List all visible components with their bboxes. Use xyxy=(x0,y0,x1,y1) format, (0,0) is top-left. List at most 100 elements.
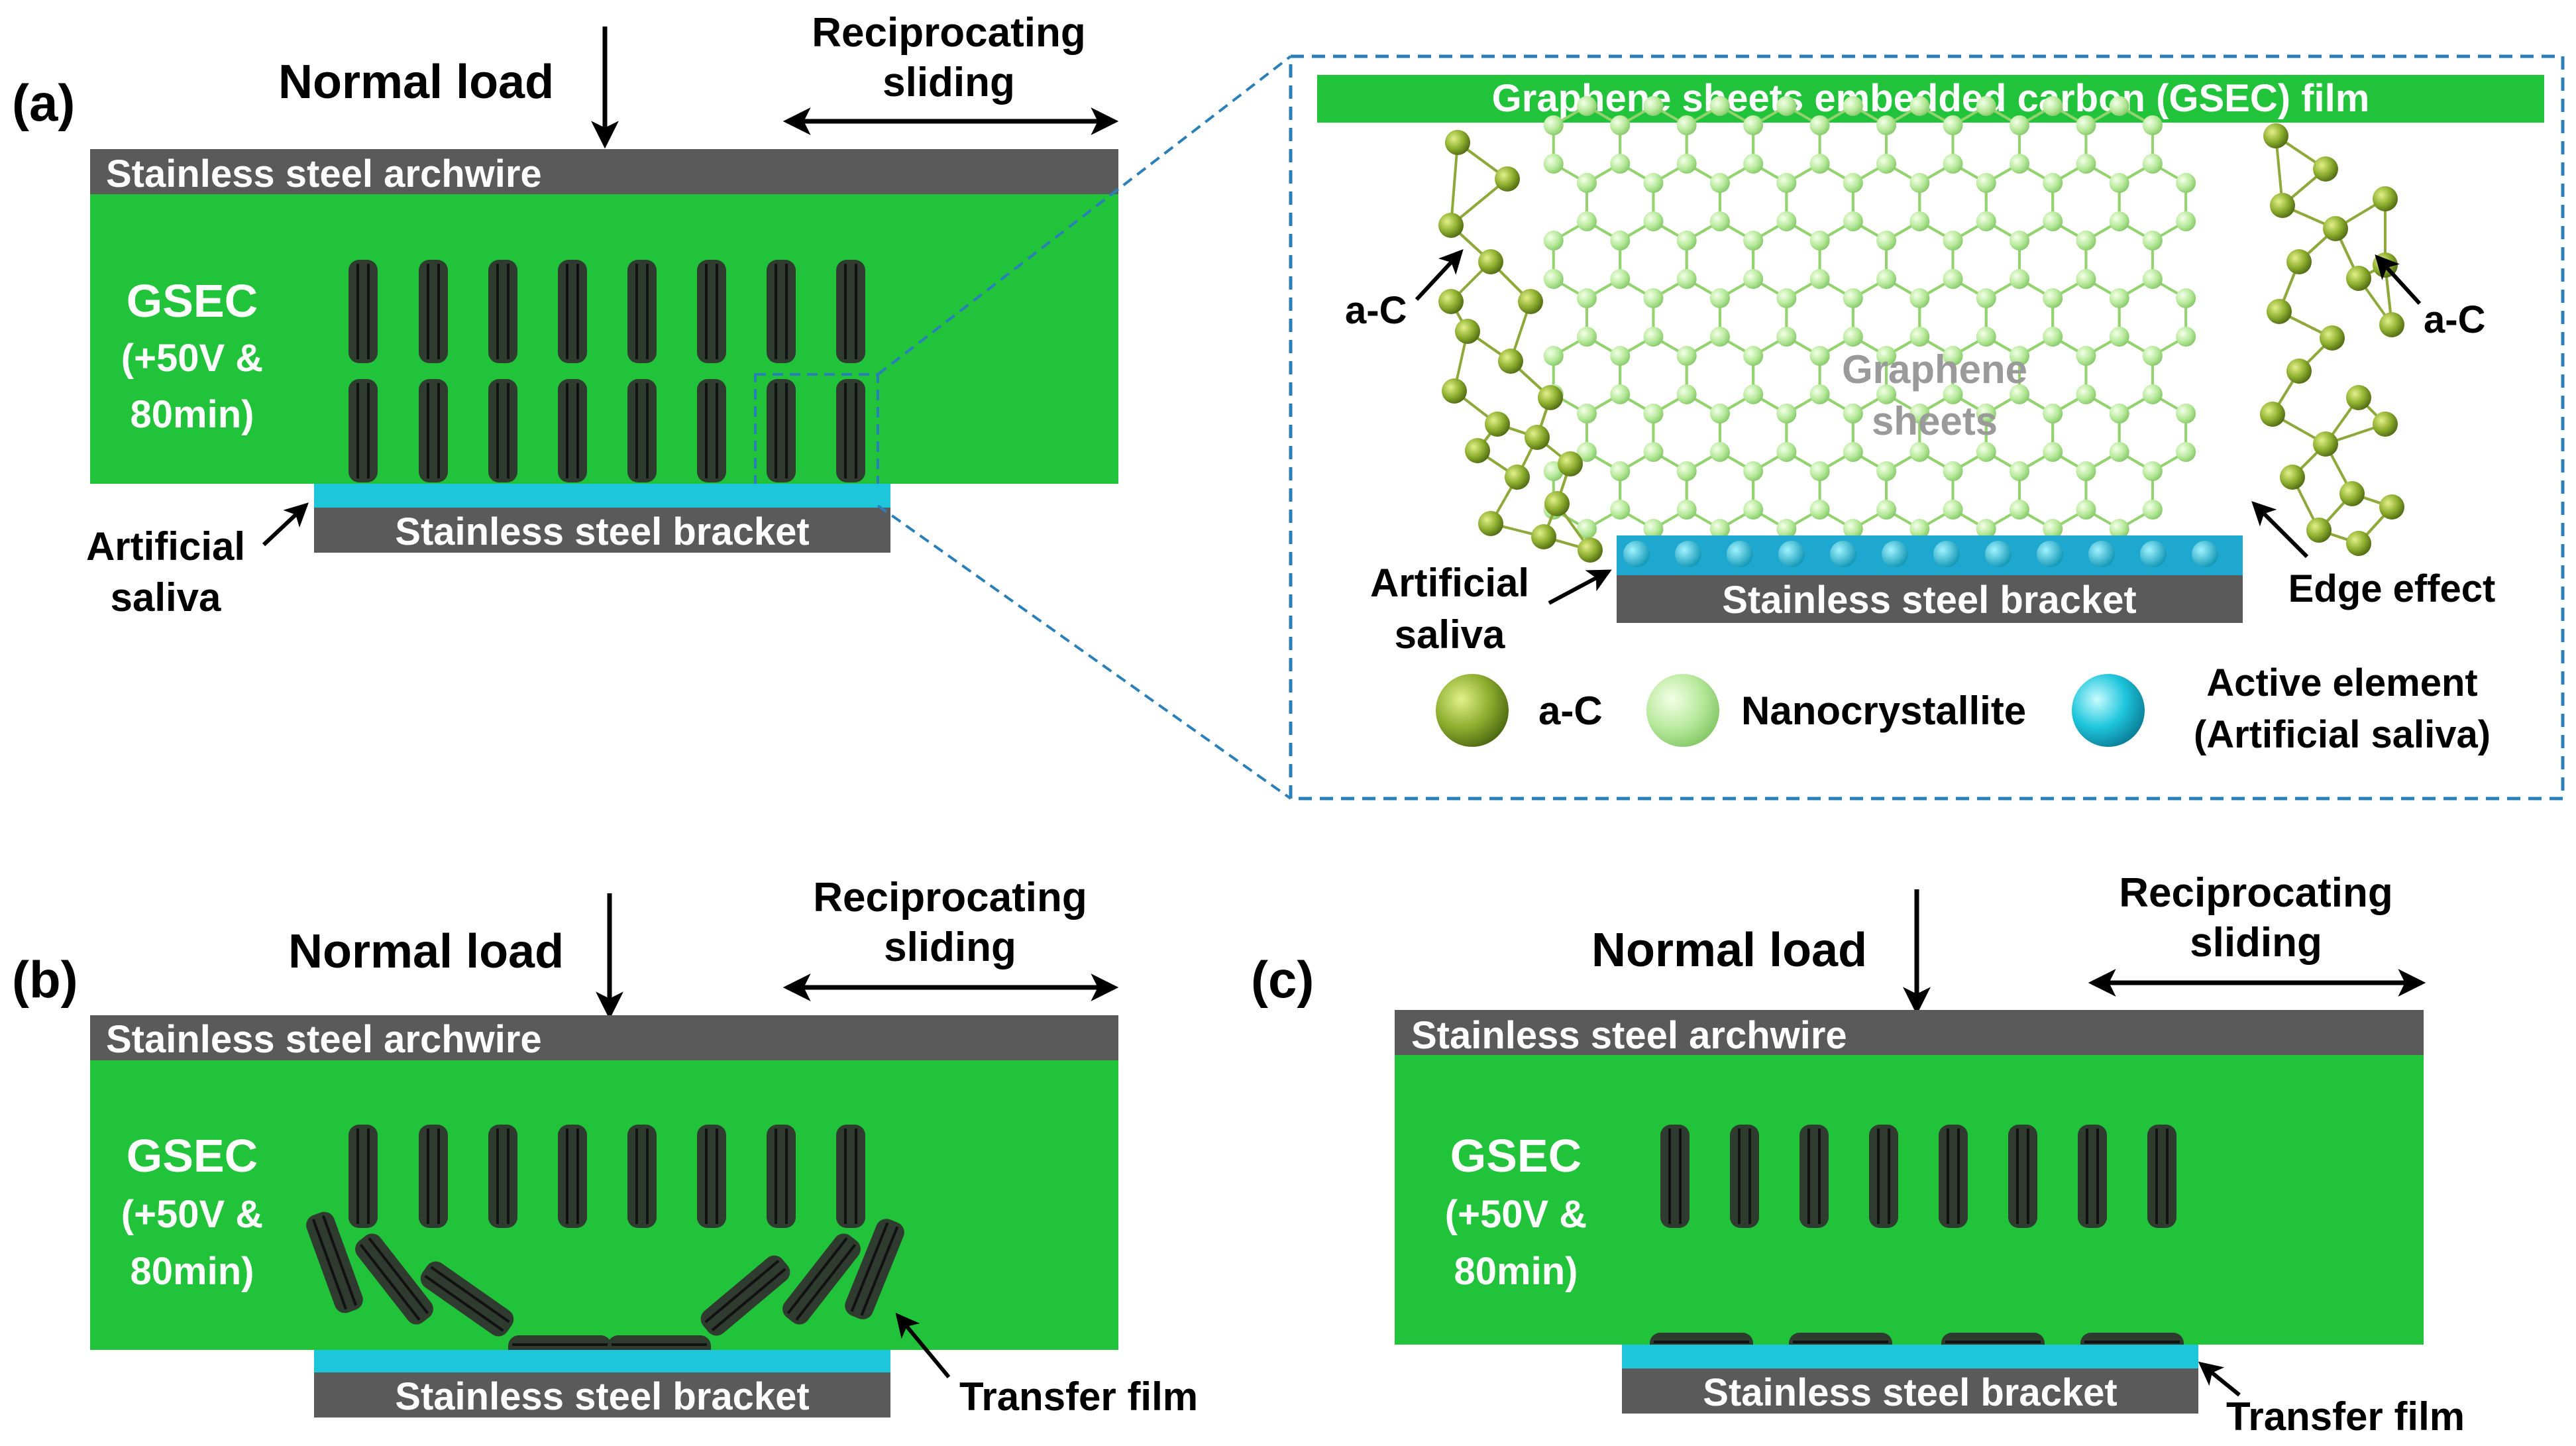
nanocrystallite-atom xyxy=(1743,231,1764,250)
normal-load-label: Normal load xyxy=(278,56,554,109)
nanocrystallite-atom xyxy=(1843,96,1863,116)
ac-atom xyxy=(1442,378,1467,404)
nanocrystallite-atom xyxy=(2176,173,2196,193)
nanocrystallite-atom xyxy=(1809,154,1830,174)
nanocrystallite-atom xyxy=(1876,384,1897,404)
legend-active-sphere xyxy=(2072,674,2145,747)
nanocrystallite-atom xyxy=(1909,96,1930,116)
graphene-sheet xyxy=(355,1233,433,1325)
gsec-label: GSEC xyxy=(127,1130,258,1182)
nanocrystallite-atom xyxy=(1709,404,1730,423)
sliding-label: sliding xyxy=(883,60,1015,105)
nanocrystallite-atom xyxy=(1643,327,1664,347)
nanocrystallite-atom xyxy=(1809,461,1830,481)
ac-atom xyxy=(2270,193,2295,218)
nanocrystallite-atom xyxy=(1577,96,1597,116)
zoom-bracket-label: Stainless steel bracket xyxy=(1722,579,2136,622)
nanocrystallite-atom xyxy=(1776,404,1797,423)
ac-atom xyxy=(1498,349,1523,374)
nanocrystallite-atom xyxy=(1709,288,1730,308)
nanocrystallite-atom xyxy=(1643,211,1664,231)
gsec-film xyxy=(90,1060,1118,1350)
ac-atom xyxy=(1438,289,1464,314)
nanocrystallite-atom xyxy=(2076,269,2096,289)
ac-atom xyxy=(1445,130,1470,155)
active-element-sphere xyxy=(1727,541,1753,567)
ac-right-label: a-C xyxy=(2424,298,2485,341)
ac-atom xyxy=(2320,325,2345,351)
nanocrystallite-atom xyxy=(1943,461,1963,481)
nanocrystallite-atom xyxy=(1743,384,1764,404)
ac-bond xyxy=(1450,142,1459,226)
nanocrystallite-atom xyxy=(1976,211,1996,231)
graphene-sheet xyxy=(2008,1125,2037,1228)
ac-atom xyxy=(1544,491,1570,516)
graphene-sheet xyxy=(558,379,587,482)
nanocrystallite-atom xyxy=(1610,500,1631,520)
callout-line-bottom xyxy=(877,504,1292,800)
nanocrystallite-atom xyxy=(1843,519,1863,539)
archwire-bar xyxy=(90,1015,1118,1060)
nanocrystallite-atom xyxy=(2043,442,2063,462)
ac-atom xyxy=(1505,465,1530,490)
nanocrystallite-atom xyxy=(2109,519,2129,539)
nanocrystallite-atom xyxy=(1976,327,1996,347)
saliva-label-2: saliva xyxy=(111,575,221,620)
panel-a-label: (a) xyxy=(12,74,75,132)
ac-atom xyxy=(1578,537,1603,563)
ac-atom xyxy=(1531,524,1556,549)
nanocrystallite-atom xyxy=(1876,115,1897,135)
nanocrystallite-atom xyxy=(1843,327,1863,347)
graphene-sheets-label-2: sheets xyxy=(1872,399,1998,443)
nanocrystallite-atom xyxy=(1610,346,1631,366)
nanocrystallite-atom xyxy=(1543,115,1564,135)
nanocrystallite-atom xyxy=(2076,461,2096,481)
graphene-sheet xyxy=(349,379,378,482)
nanocrystallite-atom xyxy=(2009,384,2029,404)
saliva-layer xyxy=(1622,1345,2198,1368)
nanocrystallite-atom xyxy=(1809,384,1830,404)
ac-atom xyxy=(2323,216,2348,241)
nanocrystallite-atom xyxy=(1743,154,1764,174)
transfer-film-label: Transfer film xyxy=(959,1374,1198,1419)
nanocrystallite-atom xyxy=(1709,327,1730,347)
nanocrystallite-atom xyxy=(1843,211,1863,231)
graphene-sheet xyxy=(488,260,517,363)
nanocrystallite-atom xyxy=(2043,288,2063,308)
nanocrystallite-atom xyxy=(1643,442,1664,462)
nanocrystallite-atom xyxy=(2109,96,2129,116)
nanocrystallite-atom xyxy=(2142,500,2163,520)
nanocrystallite-atom xyxy=(1543,269,1564,289)
ac-atom xyxy=(2373,412,2398,437)
graphene-sheet xyxy=(697,260,726,363)
graphene-sheet xyxy=(627,1125,657,1228)
nanocrystallite-atom xyxy=(2076,115,2096,135)
archwire-bar xyxy=(90,149,1118,194)
nanocrystallite-atom xyxy=(1577,519,1597,539)
graphene-sheet xyxy=(845,1219,904,1319)
graphene-sheet xyxy=(836,260,865,363)
ac-atom xyxy=(1518,289,1543,314)
nanocrystallite-atom xyxy=(1909,211,1930,231)
saliva-layer xyxy=(314,484,890,508)
ac-atom xyxy=(2260,402,2285,427)
nanocrystallite-atom xyxy=(1709,519,1730,539)
gsec-label: GSEC xyxy=(127,275,258,327)
gsec-voltage-label: (+50V & xyxy=(121,1193,263,1236)
nanocrystallite-atom xyxy=(1676,461,1697,481)
nanocrystallite-atom xyxy=(1776,288,1797,308)
nanocrystallite-atom xyxy=(2142,231,2163,250)
nanocrystallite-atom xyxy=(2109,173,2129,193)
legend-active-label: Active element xyxy=(2206,661,2477,704)
nanocrystallite-atom xyxy=(1876,269,1897,289)
active-element-sphere xyxy=(1985,541,2012,567)
ac-atom xyxy=(1465,438,1490,463)
reciprocating-label: Reciprocating xyxy=(2119,870,2392,916)
ac-atom xyxy=(1558,451,1583,476)
nanocrystallite-atom xyxy=(1543,154,1564,174)
nanocrystallite-atom xyxy=(1643,96,1664,116)
ac-atom xyxy=(2379,494,2404,520)
saliva-layer xyxy=(314,1350,890,1372)
panel-c-label: (c) xyxy=(1251,950,1314,1009)
nanocrystallite-atom xyxy=(1543,231,1564,250)
